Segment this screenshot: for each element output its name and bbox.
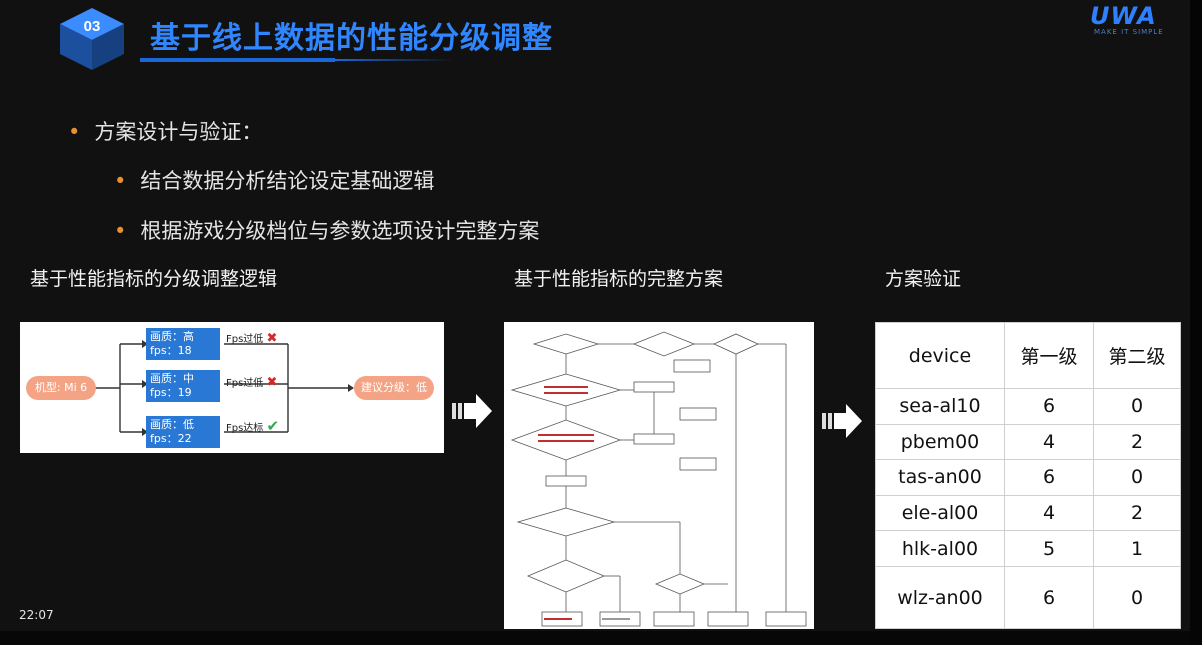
table-row: ele-al00 4 2 xyxy=(875,494,1181,532)
cell-level2: 0 xyxy=(1093,566,1181,629)
flow-connectors xyxy=(95,340,354,436)
video-progress-track[interactable] xyxy=(0,631,1190,645)
cell-device: tas-an00 xyxy=(875,459,1005,496)
cell-level2: 1 xyxy=(1093,530,1181,567)
cell-level1: 6 xyxy=(1004,388,1094,425)
check-icon: ✔ xyxy=(266,417,280,435)
section-title-middle: 基于性能指标的完整方案 xyxy=(514,268,724,290)
table-row: pbem00 4 2 xyxy=(875,423,1181,461)
branch-mid-fps: fps：19 xyxy=(150,386,192,399)
col-header-level1: 第一级 xyxy=(1004,322,1094,389)
branch-high-fps: fps：18 xyxy=(150,344,192,357)
branch-low-fps: fps：22 xyxy=(150,432,192,445)
branch-low-quality: 画质：低 xyxy=(150,418,194,431)
flowchart-drawing xyxy=(510,331,807,627)
branch-low-box: 画质：低 fps：22 xyxy=(146,416,220,448)
table-row: tas-an00 6 0 xyxy=(875,459,1181,496)
cell-device: ele-al00 xyxy=(875,494,1005,532)
branch-mid-status-text: Fps过低 xyxy=(226,378,264,389)
cell-level1: 5 xyxy=(1004,530,1094,567)
branch-mid-status: Fps过低 ✖ xyxy=(226,374,277,390)
cell-level2: 0 xyxy=(1093,388,1181,425)
table-row: sea-al10 6 0 xyxy=(875,388,1181,425)
table-row: wlz-an00 6 0 xyxy=(875,566,1181,629)
right-arrow-icon xyxy=(822,404,862,438)
bullet-level2-1-text: 结合数据分析结论设定基础逻辑 xyxy=(140,169,435,193)
cell-device: sea-al10 xyxy=(875,388,1005,425)
bullet-dot-icon: • xyxy=(114,169,127,193)
device-node: 机型: Mi 6 xyxy=(26,376,96,400)
table-header-row: device 第一级 第二级 xyxy=(875,322,1181,389)
page-title: 基于线上数据的性能分级调整 xyxy=(150,21,553,56)
branch-mid-box: 画质：中 fps：19 xyxy=(146,370,220,402)
cross-icon: ✖ xyxy=(266,375,278,390)
branch-high-quality: 画质：高 xyxy=(150,330,194,343)
flowchart-image xyxy=(504,322,814,629)
title-underline xyxy=(140,58,335,62)
col-header-level2: 第二级 xyxy=(1093,322,1181,389)
cube-logo-icon: 03 xyxy=(60,8,124,70)
cell-device: pbem00 xyxy=(875,423,1005,461)
cross-icon: ✖ xyxy=(266,331,278,346)
cell-level1: 4 xyxy=(1004,494,1094,532)
section-title-left: 基于性能指标的分级调整逻辑 xyxy=(30,268,278,290)
cell-level1: 4 xyxy=(1004,423,1094,461)
bullet-level2-2-text: 根据游戏分级档位与参数选项设计完整方案 xyxy=(140,219,540,243)
flow-diagram-panel: 机型: Mi 6 画质：高 fps：18 画质：中 fps：19 画质：低 fp… xyxy=(20,322,444,453)
brand-tagline: MAKE IT SIMPLE xyxy=(1094,28,1164,36)
bullet-dot-icon: • xyxy=(68,120,81,144)
branch-low-status: Fps达标 ✔ xyxy=(226,417,279,435)
bullet-level1-text: 方案设计与验证： xyxy=(94,120,263,144)
cell-level2: 0 xyxy=(1093,459,1181,496)
branch-mid-quality: 画质：中 xyxy=(150,372,194,385)
cell-level2: 2 xyxy=(1093,423,1181,461)
branch-low-status-text: Fps达标 xyxy=(226,423,264,434)
branch-high-box: 画质：高 fps：18 xyxy=(146,328,220,360)
table-row: hlk-al00 5 1 xyxy=(875,530,1181,567)
cell-level1: 6 xyxy=(1004,566,1094,629)
bullet-dot-icon: • xyxy=(114,219,127,243)
bullet-level2-1: • 结合数据分析结论设定基础逻辑 xyxy=(114,165,434,195)
col-header-device: device xyxy=(875,322,1005,389)
title-underline-fade xyxy=(335,59,455,61)
branch-high-status: Fps过低 ✖ xyxy=(226,330,277,346)
cube-badge-text: 03 xyxy=(84,18,101,35)
cell-level2: 2 xyxy=(1093,494,1181,532)
brand-logo: UWA xyxy=(1090,2,1157,30)
right-edge-strip xyxy=(1190,0,1202,645)
branch-high-status-text: Fps过低 xyxy=(226,334,264,345)
cell-level1: 6 xyxy=(1004,459,1094,496)
bullet-level1: • 方案设计与验证： xyxy=(68,116,262,146)
result-node: 建议分级：低 xyxy=(354,376,434,400)
verification-table: device 第一级 第二级 sea-al10 6 0 pbem00 4 2 t… xyxy=(875,322,1181,629)
cell-device: wlz-an00 xyxy=(875,566,1005,629)
cell-device: hlk-al00 xyxy=(875,530,1005,567)
bullet-level2-2: • 根据游戏分级档位与参数选项设计完整方案 xyxy=(114,215,539,245)
section-title-right: 方案验证 xyxy=(885,268,962,290)
right-arrow-icon xyxy=(452,394,492,428)
video-timestamp: 22:07 xyxy=(19,608,54,622)
